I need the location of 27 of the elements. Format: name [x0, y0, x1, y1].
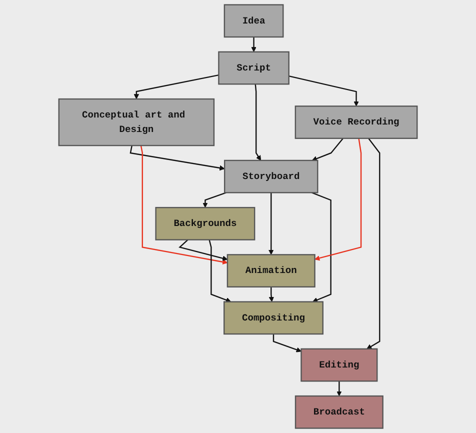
arrow — [130, 145, 225, 171]
node-box: Voice Recording — [294, 106, 418, 139]
arrow — [202, 192, 226, 208]
arrow — [288, 75, 359, 106]
arrow — [336, 381, 342, 396]
arrow — [254, 84, 262, 161]
arrow — [134, 74, 219, 100]
arrow — [268, 286, 274, 302]
node-box: Storyboard — [224, 160, 318, 194]
arrow — [251, 36, 256, 52]
node-box: Idea — [224, 4, 284, 38]
arrow — [366, 138, 380, 350]
arrow — [178, 239, 228, 261]
node-box: Editing — [300, 348, 378, 382]
node-box: Backgrounds — [155, 206, 256, 240]
node-box: Compositing — [224, 301, 324, 335]
node-box: Broadcast — [294, 395, 384, 429]
arrow — [312, 192, 332, 302]
node-box: Conceptual art and Design — [58, 98, 215, 146]
node-box: Script — [218, 51, 290, 85]
arrow — [268, 192, 274, 255]
arrow — [140, 145, 228, 264]
arrow — [272, 334, 302, 352]
arrow — [312, 138, 344, 162]
node-box: Animation — [226, 254, 316, 288]
arrow — [208, 240, 232, 303]
arrow — [314, 138, 362, 261]
